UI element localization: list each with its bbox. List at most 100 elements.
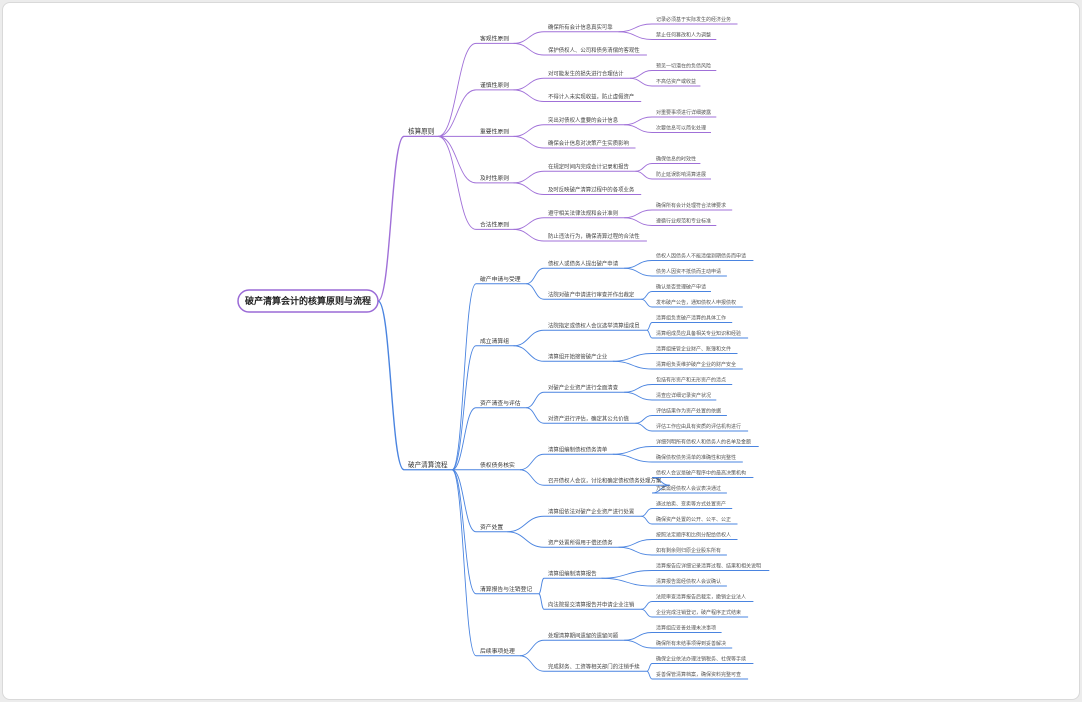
branch-node-label: 确保所有会计信息真实可靠	[548, 23, 613, 31]
branch-node-label: 谨慎性原则	[480, 81, 509, 89]
connector-line	[538, 593, 545, 610]
connector-line	[624, 391, 653, 401]
leaf-node-label: 详细列明所有债权人和债务人的名单及金额	[656, 439, 751, 446]
connector-line	[377, 135, 405, 302]
leaf-node-label: 清算组负责维护破产企业的财产安全	[656, 361, 736, 368]
branch-node-label: 召开债权人会议，讨论和确定债权债务处理方案	[548, 476, 662, 484]
connector-line	[612, 446, 653, 455]
connector-line	[624, 384, 653, 393]
leaf-node-label: 清查应详细记录资产状况	[656, 392, 711, 399]
branch-node-label: 清算组开始接管破产企业	[548, 352, 608, 360]
connector-line	[451, 283, 477, 471]
connector-line	[629, 70, 653, 79]
main-branch-label: 破产清算流程	[408, 460, 448, 469]
leaf-node-label: 禁止任何篡改和人为调整	[656, 32, 711, 39]
leaf-node-label: 确保所有会计处理符合法律要求	[656, 202, 726, 209]
connector-line	[513, 135, 545, 149]
leaf-node-label: 方案需经债权人会议表决通过	[656, 485, 721, 492]
connector-line	[646, 670, 653, 680]
leaf-node-label: 清算组负责破产清算的具体工作	[656, 315, 726, 322]
leaf-node-label: 保护债权人、公司和债务清偿的客观性	[548, 46, 640, 54]
branch-node-label: 债权人或债务人提出破产申请	[548, 259, 619, 267]
connector-line	[618, 539, 653, 548]
connector-line	[601, 577, 653, 587]
root-title: 破产清算会计的核算原则与流程	[245, 295, 371, 307]
branch-node-label: 清算组依法对破产企业资产进行处置	[548, 507, 635, 515]
connector-line	[451, 469, 477, 533]
connector-line	[624, 260, 653, 269]
connector-line	[624, 116, 653, 126]
connector-line	[624, 632, 653, 641]
connector-line	[646, 322, 653, 331]
connector-line	[635, 415, 653, 424]
leaf-node-label: 清算组应妥善处理未决事项	[656, 625, 716, 632]
connector-line	[635, 163, 653, 172]
connector-line	[513, 77, 545, 91]
branch-node-label: 成立清算组	[480, 337, 509, 345]
connector-line	[451, 407, 477, 471]
connector-line	[451, 469, 477, 595]
connector-line	[451, 469, 477, 657]
leaf-node-label: 不高估资产或收益	[656, 78, 696, 85]
leaf-node-label: 通过拍卖、变卖等方式处置资产	[656, 501, 726, 508]
connector-line	[538, 577, 545, 595]
leaf-node-label: 记录必须基于实际发生的经济业务	[656, 16, 731, 23]
connector-line	[513, 228, 545, 242]
connector-line	[513, 345, 545, 362]
branch-node-label: 资产处置	[480, 523, 503, 531]
connector-line	[612, 353, 653, 362]
leaf-node-label: 评估结果作为资产处置的依据	[656, 408, 721, 415]
connector-line	[513, 329, 545, 347]
branch-node-label: 对资产进行评估，确定其公允价值	[548, 414, 629, 422]
connector-line	[641, 508, 653, 517]
leaf-node-label: 防止延误影响清算进展	[656, 171, 706, 178]
leaf-node-label: 对重要事项进行详细披露	[656, 109, 711, 116]
connector-lines	[377, 23, 770, 680]
branch-node-label: 对破产企业资产进行全面清查	[548, 383, 619, 391]
branch-node-label: 法院指定或债权人会议选举清算组成员	[548, 321, 640, 329]
branch-node-label: 处理清算期间遗留的遗留问题	[548, 631, 619, 639]
connector-line	[507, 515, 545, 533]
connector-line	[601, 570, 653, 579]
leaf-node-label: 清算报告需经债权人会议确认	[656, 578, 721, 585]
leaf-node-label: 按照法定顺序和比例分配给债权人	[656, 532, 731, 539]
leaf-node-label: 遵循行业规范和专业标准	[656, 218, 711, 225]
connector-line	[519, 453, 545, 471]
branch-node-label: 清算报告与注销登记	[480, 585, 532, 593]
branch-node-label: 重要性原则	[480, 127, 509, 135]
leaf-node-label: 清算报告应详细记录清算过程、结果和相关说明	[656, 563, 761, 570]
leaf-node-label: 包括有形资产和无形资产的清点	[656, 377, 726, 384]
connector-line	[513, 217, 545, 230]
connector-line	[513, 182, 545, 195]
leaf-node-label: 确认是否受理破产申请	[656, 284, 706, 291]
connector-line	[513, 89, 545, 102]
leaf-node-label: 债务人因资不抵债而主动申请	[656, 268, 721, 275]
connector-line	[513, 170, 545, 184]
branch-node-label: 完成财务、工资等相关部门的注销手续	[548, 662, 640, 670]
connector-line	[641, 601, 653, 610]
leaf-node-label: 评估工作应由具有资质的评估机构进行	[656, 423, 741, 430]
connector-line	[513, 124, 545, 137]
connector-line	[437, 135, 477, 230]
leaf-node-label: 确保企业依法办理注销税务、社保等手续	[656, 656, 746, 663]
connector-line	[519, 469, 545, 486]
connector-line	[507, 531, 545, 548]
connector-line	[526, 391, 545, 409]
leaf-node-label: 预见一切潜在的负债风险	[656, 63, 711, 70]
connector-line	[513, 42, 545, 56]
connector-line	[526, 267, 545, 285]
leaf-node-label: 法院审查清算报告后裁定，撤销企业法人	[656, 594, 746, 601]
branch-node-label: 破产申请与受理	[480, 275, 521, 283]
connector-line	[612, 453, 653, 463]
leaf-node-label: 确保所有未结事项得到妥善解决	[656, 640, 726, 647]
connector-line	[451, 345, 477, 471]
root-node	[237, 289, 379, 313]
connector-line	[651, 484, 670, 494]
branch-node-label: 资产清查与评估	[480, 399, 521, 407]
connector-line	[618, 31, 653, 40]
connector-line	[641, 608, 653, 618]
leaf-node-label: 债权人会议是破产程序中的最高决策机构	[656, 470, 746, 477]
leaf-node-label: 企业完成注销登记，破产程序正式结束	[656, 609, 741, 616]
